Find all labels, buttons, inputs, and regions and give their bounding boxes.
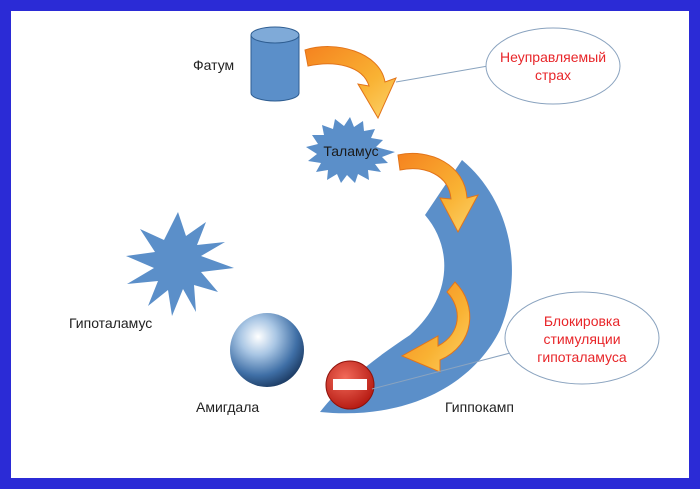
label-hippocampus: Гиппокамп (445, 399, 514, 415)
callout-block-line-1: Блокировка (544, 313, 621, 329)
arrow-fatum-to-thalamus (304, 46, 397, 120)
callout-block: Блокировка стимуляции гипоталамуса (371, 291, 660, 390)
label-amygdala: Амигдала (196, 399, 259, 415)
callout-block-line-2: стимуляции (543, 331, 620, 347)
arrow-thalamus-to-hippocampus (397, 153, 479, 234)
cylinder-icon (250, 26, 300, 102)
no-entry-icon (325, 360, 375, 410)
label-fatum: Фатум (193, 57, 234, 73)
star-icon (126, 212, 234, 316)
callout-fear-line-2: страх (535, 67, 571, 83)
burst-icon (306, 117, 395, 183)
hippocampus-shape (320, 160, 512, 414)
sphere-icon (230, 313, 304, 387)
callout-block-line-3: гипоталамуса (537, 349, 627, 365)
callout-fear-line-1: Неуправляемый (500, 49, 606, 65)
label-hypothalamus: Гипоталамус (69, 315, 152, 331)
label-thalamus: Таламус (323, 143, 378, 159)
arrow-hippocampus-to-amygdala (400, 281, 471, 373)
callout-fear: Неуправляемый страх (395, 27, 621, 105)
